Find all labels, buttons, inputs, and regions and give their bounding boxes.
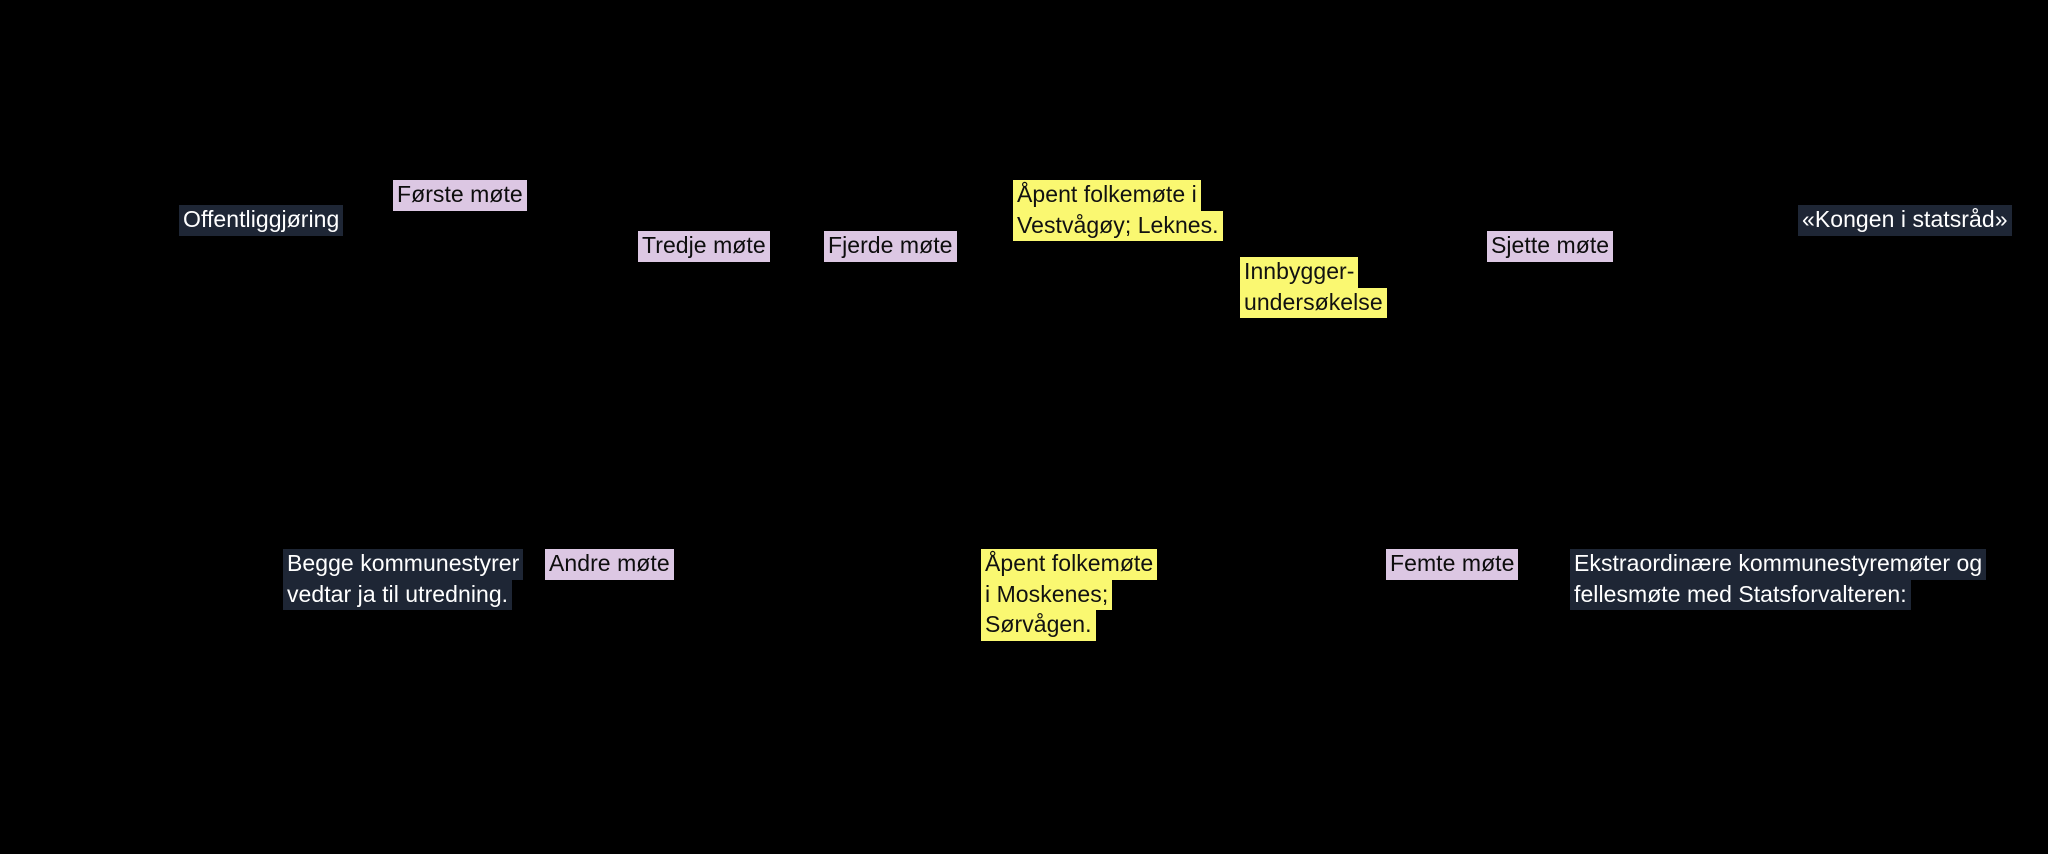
- timeline-label-line: Femte møte: [1386, 549, 1519, 580]
- timeline-label-fjerde-mote: Fjerde møte: [824, 231, 957, 262]
- timeline-label-line: Begge kommunestyrer: [283, 549, 524, 580]
- timeline-label-andre-mote: Andre møte: [545, 549, 674, 580]
- timeline-label-line: undersøkelse: [1240, 287, 1387, 318]
- timeline-label-line: i Moskenes;: [981, 579, 1113, 610]
- timeline-label-femte-mote: Femte møte: [1386, 549, 1519, 580]
- timeline-label-line: Ekstraordinære kommunestyremøter og: [1570, 549, 1987, 580]
- timeline-label-line: «Kongen i statsråd»: [1798, 205, 2012, 236]
- timeline-label-kongen-i-statsrad: «Kongen i statsråd»: [1798, 205, 2012, 236]
- timeline-label-innbygger-undersokelse: Innbygger-undersøkelse: [1240, 257, 1387, 318]
- timeline-label-sjette-mote: Sjette møte: [1487, 231, 1614, 262]
- timeline-label-line: Åpent folkemøte: [981, 549, 1158, 580]
- timeline-label-line: Sjette møte: [1487, 231, 1614, 262]
- timeline-label-line: Tredje møte: [638, 231, 770, 262]
- timeline-label-line: Fjerde møte: [824, 231, 957, 262]
- timeline-label-forste-mote: Første møte: [393, 180, 527, 211]
- timeline-label-line: Første møte: [393, 180, 527, 211]
- timeline-label-line: Offentliggjøring: [179, 205, 344, 236]
- timeline-label-line: Åpent folkemøte i: [1013, 180, 1201, 211]
- timeline-label-line: Vestvågøy; Leknes.: [1013, 210, 1223, 241]
- timeline-label-line: Innbygger-: [1240, 257, 1359, 288]
- timeline-label-line: fellesmøte med Statsforvalteren:: [1570, 579, 1911, 610]
- timeline-label-tredje-mote: Tredje møte: [638, 231, 770, 262]
- timeline-label-line: vedtar ja til utredning.: [283, 579, 513, 610]
- timeline-label-line: Andre møte: [545, 549, 674, 580]
- timeline-label-offentliggjoring: Offentliggjøring: [179, 205, 344, 236]
- timeline-label-line: Sørvågen.: [981, 610, 1096, 641]
